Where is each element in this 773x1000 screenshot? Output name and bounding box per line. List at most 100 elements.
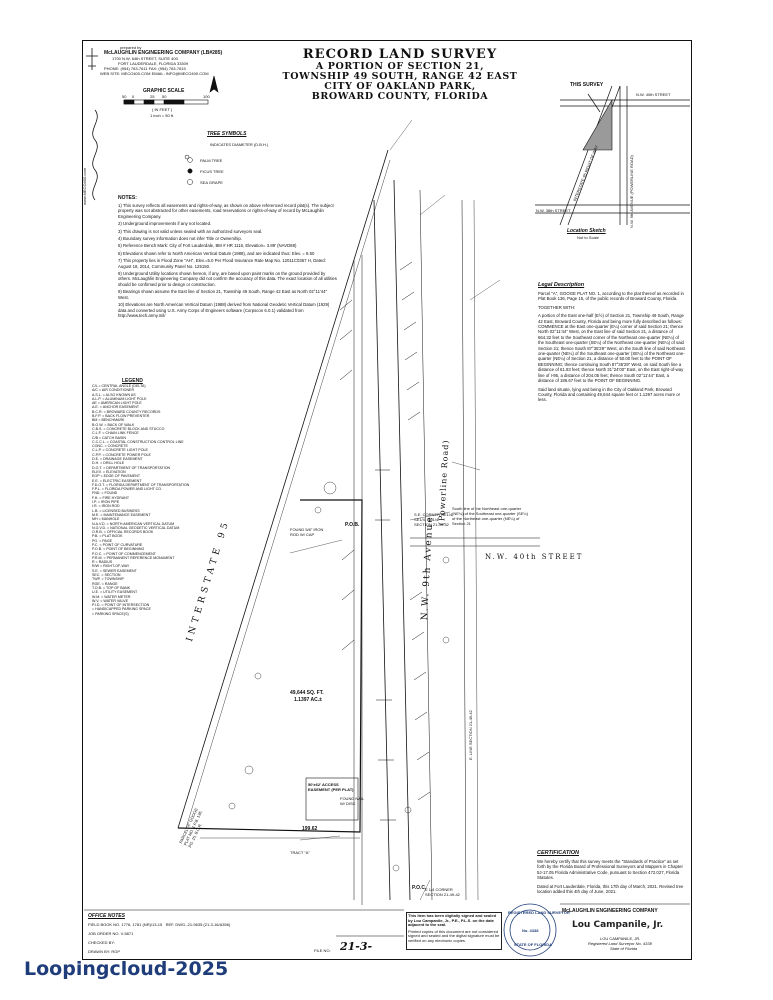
legend-item: = HANDICAPPED PARKING SPACE xyxy=(92,607,151,612)
note-6: 6) Elevations shown refer to North Ameri… xyxy=(118,250,315,256)
legend-item: A.E. = ANCHOR EASEMENT xyxy=(92,405,140,410)
road-line-7 xyxy=(473,199,479,901)
signature: Lou Campanile, Jr. xyxy=(572,920,664,930)
surveyor-name: LOU CAMPANILE, JR. xyxy=(600,936,641,941)
note-4: 4) Boundary survey information does not … xyxy=(118,236,242,242)
access-easement-label: 50'x62' ACCESS EASEMENT (PER PLAT) xyxy=(308,782,354,792)
legend-item: CONC. = CONCRETE xyxy=(92,444,128,449)
sketch-avenue: N.W. 9th AVENUE (POWERLINE ROAD) xyxy=(629,155,634,228)
graphic-scale-bar xyxy=(123,99,209,105)
legend-item: E.E. = ELECTRIC EASEMENT xyxy=(92,478,142,483)
north-arrow-icon xyxy=(209,75,219,93)
firm-name: McLAUGHLIN ENGINEERING COMPANY (LB#285) xyxy=(104,50,223,56)
legend-item: U.E. = UTILITY EASEMENT xyxy=(92,590,138,595)
tree-ficus-label: FICUS TREE xyxy=(200,169,224,174)
found-rod-label: FOUND 5/8" IRON ROD W/ CAP xyxy=(290,527,324,537)
sketch-street-38: N.W. 38th STREET xyxy=(536,208,571,213)
legend-list: C/L = CENTRAL ANGLE (DELTA)A/C = AIR CON… xyxy=(92,384,189,616)
firm-url-vertical[interactable]: www.MECO400.com xyxy=(82,168,87,205)
east-line-label: E. LINE SECTION 21-49-42 xyxy=(468,710,473,760)
legend-item: = PARKING SPACE(S) xyxy=(92,611,129,616)
scale-tick-4: 50 xyxy=(162,94,167,99)
file-no: FILE NO. xyxy=(314,948,331,953)
i95-row-line-2 xyxy=(185,159,391,829)
this-survey-parcel xyxy=(582,98,613,151)
legend-item: ELEV. = ELEVATION xyxy=(92,469,126,474)
legal-para-2: A portion of the East one-half (E½) of S… xyxy=(538,313,685,384)
legend-item: C/L = CENTRAL ANGLE (DELTA) xyxy=(92,384,146,388)
prepared-by: prepared by xyxy=(120,45,142,50)
scale-tick-5: 100 xyxy=(203,94,210,99)
i95-row-line xyxy=(177,149,389,829)
scale-tick-2: 0 xyxy=(132,94,135,99)
legend-item: C.P.P. = CONCRETE POWER POLE xyxy=(92,452,151,457)
job-order: JOB ORDER NO. V-5871 xyxy=(88,931,134,936)
legend-item: MH = MANHOLE xyxy=(92,517,120,522)
tree-seagrape-label: SEA GRAPE xyxy=(200,180,223,185)
note-5: 5) Reference Bench Mark: City of Fort La… xyxy=(118,243,297,249)
south-line-label: South line of the Northeast one-quarter … xyxy=(452,506,529,526)
se-corner-label: S.E. CORNER NE1/4, SE1/4, NE1/4 SECTION … xyxy=(414,512,454,527)
tract-a-label: TRACT "A" xyxy=(290,850,310,855)
legend-item: C.B.S. = CONCRETE BLOCK AND STUCCO xyxy=(92,426,165,431)
firm-web[interactable]: WEB SITE: MECO400.COM EMAIL: INFO@MECO40… xyxy=(100,71,209,76)
scale-tick-1: 50 xyxy=(122,94,127,99)
location-sketch-map xyxy=(535,85,690,226)
legend-item: T.O.B. = TOP OF BANK xyxy=(92,585,131,590)
legend-item: A/C = AIR CONDITIONER xyxy=(92,388,135,393)
legend-item: D.H. = DRILL HOLE xyxy=(92,461,125,466)
location-sketch-caption: Location Sketch xyxy=(567,228,606,234)
note-2: 2) Underground improvements if any not l… xyxy=(118,221,212,227)
legend-item: B.C.R. = BROWARD COUNTY RECORDS xyxy=(92,409,161,414)
legend-item: I.R. = IRON ROD xyxy=(92,504,120,509)
pob-label: P.O.B. xyxy=(345,522,360,528)
ref-dwg: REF. DWG.-21-9635 (21-3-16/A356) xyxy=(165,922,231,927)
road-line-4 xyxy=(393,179,411,901)
legend-item: C/B = CATCH BASIN xyxy=(92,435,126,440)
firm-phone: PHONE: (954) 763-7611 FAX: (954) 763-761… xyxy=(104,66,186,71)
note-7: 7) This property lies in Flood Zone "AH"… xyxy=(118,258,326,269)
legend-item: P.I.D. = POINT OF INTERSECTION xyxy=(92,603,150,608)
scale-unit: ( IN FEET ) xyxy=(152,107,173,112)
note-8: 8) Underground Utility locations shown h… xyxy=(118,271,337,287)
legend-item: W.M. = WATER METER xyxy=(92,594,131,599)
legend-item: PG. = PAGE xyxy=(92,538,113,543)
legend-item: AE = AMERICAN LIGHT POLE xyxy=(92,401,142,406)
legend-item: R = RADIUS xyxy=(92,560,113,565)
note-3: 3) This drawing is not valid unless seal… xyxy=(118,228,263,234)
legend-item: SEC. = SECTION xyxy=(92,573,121,578)
note-10: 10) Elevations are North American Vertic… xyxy=(118,302,330,318)
road-line-5 xyxy=(419,189,433,901)
seal-number: No. 4338 xyxy=(522,928,539,933)
legend-item: BM = BENCHMARK xyxy=(92,418,125,423)
title-line-3: TOWNSHIP 49 SOUTH, RANGE 42 EAST xyxy=(282,71,518,82)
legend-item: L.B. = LICENSED BUSINESS xyxy=(92,508,140,513)
note-9: 9) Bearings shown assume the East line o… xyxy=(118,289,328,300)
tree-indicator: INDICATES DIAMETER (D.B.H.) xyxy=(210,142,269,147)
legend-item: EOP = EDGE OF PAVEMENT xyxy=(92,474,141,479)
notes-section: NOTES: 1) This survey reflects all easem… xyxy=(118,195,338,318)
legend-item: P.O.B. = POINT OF BEGINNING xyxy=(92,547,145,552)
certification-dated: Dated at Fort Lauderdale, Florida, this … xyxy=(537,883,684,895)
scale-ratio: 1 inch = 50 ft. xyxy=(150,113,175,118)
legal-para-1: Parcel "A", GOOGE PLAT NO. 1, according … xyxy=(538,291,684,302)
notice-line-2: Printed copies of this document are not … xyxy=(408,928,500,943)
legend-item: FND. = FOUND xyxy=(92,491,118,496)
field-book: FIELD BOOK NO. 1776, 1781 (NR)/13-15 xyxy=(88,922,163,927)
office-notes: OFFICE NOTES FIELD BOOK NO. 1776, 1781 (… xyxy=(88,913,348,954)
location-sketch-scale: Not to Scale xyxy=(577,235,599,240)
title-line-2: A PORTION OF SECTION 21, xyxy=(315,61,485,72)
legend-item: TWP. = TOWNSHIP xyxy=(92,577,124,582)
legend-item: B.F.P. = BACK FLOW PREVENTER xyxy=(92,414,150,419)
signature-firm: McLAUGHLIN ENGINEERING COMPANY xyxy=(562,908,658,914)
road-line-3 xyxy=(373,199,391,901)
certification: CERTIFICATION We hereby certify that thi… xyxy=(537,850,687,894)
legend-item: RGE. = RANGE xyxy=(92,581,118,586)
legend-item: P.C. = POINT OF CURVATURE xyxy=(92,542,143,547)
dim-199-label: 199.62 xyxy=(302,826,318,832)
title-line-1: RECORD LAND SURVEY xyxy=(302,47,498,62)
seal-top: REGISTERED LAND SURVEYOR xyxy=(508,910,570,915)
legend-item: A.S.L. = ALSO KNOWN AS xyxy=(92,392,136,397)
legend-item: C.L.F. = CHAIN LINK FENCE xyxy=(92,431,139,436)
legend-item: N.A.V.D. = NORTH AMERICAN VERTICAL DATUM xyxy=(92,521,175,526)
